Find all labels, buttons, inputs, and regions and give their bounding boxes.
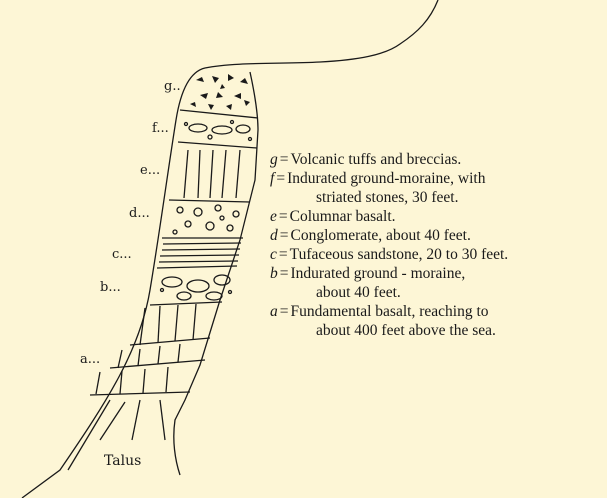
legend-key: f xyxy=(270,170,274,187)
boundary-a-2 xyxy=(110,360,205,368)
boundary-g-f xyxy=(180,110,258,118)
legend-entry-f-cont: striated stones, 30 feet. xyxy=(270,188,605,207)
boundary-c-b xyxy=(157,266,237,268)
boundary-b-a xyxy=(150,302,222,305)
boundary-a-3 xyxy=(90,392,190,395)
layer-e-columnar-pattern xyxy=(184,150,240,198)
layer-a-basalt-pattern xyxy=(96,304,196,394)
legend: g=Volcanic tuffs and breccias. f=Indurat… xyxy=(270,150,605,340)
legend-text: Indurated ground-moraine, with xyxy=(287,170,485,187)
legend-key: c xyxy=(270,246,277,263)
legend-text: Conglomerate, about 40 feet. xyxy=(291,227,471,244)
layer-label-e: e... xyxy=(140,163,160,178)
legend-entry-d: d=Conglomerate, about 40 feet. xyxy=(270,226,605,245)
legend-key: d xyxy=(270,227,278,244)
legend-entry-a-cont: about 400 feet above the sea. xyxy=(270,321,605,340)
legend-key: b xyxy=(270,265,278,282)
boundary-e-d xyxy=(169,200,250,202)
legend-text: Volcanic tuffs and breccias. xyxy=(291,151,462,168)
legend-key: g xyxy=(270,151,278,168)
layer-label-a: a... xyxy=(80,352,100,367)
layer-c-sandstone-pattern xyxy=(159,243,241,262)
legend-key: e xyxy=(270,208,277,225)
legend-entry-f: f=Indurated ground-moraine, with xyxy=(270,169,605,188)
talus-label: Talus xyxy=(104,453,141,469)
layer-g-tuff-pattern xyxy=(190,74,250,110)
boundary-f-e xyxy=(178,142,257,148)
layer-f-moraine-pattern xyxy=(185,121,252,141)
legend-entry-b: b=Indurated ground - moraine, xyxy=(270,264,605,283)
legend-text: Indurated ground - moraine, xyxy=(291,265,466,282)
legend-text: Tufaceous sandstone, 20 to 30 feet. xyxy=(290,246,509,263)
layer-label-d: d... xyxy=(129,206,150,221)
layer-label-g: g.. xyxy=(164,79,181,94)
legend-text: Fundamental basalt, reaching to xyxy=(291,303,489,320)
legend-text: Columnar basalt. xyxy=(290,208,396,225)
layer-label-c: c... xyxy=(112,247,132,262)
legend-key: a xyxy=(270,303,278,320)
legend-entry-e: e=Columnar basalt. xyxy=(270,207,605,226)
legend-entry-g: g=Volcanic tuffs and breccias. xyxy=(270,150,605,169)
legend-entry-b-cont: about 40 feet. xyxy=(270,283,605,302)
layer-label-f: f... xyxy=(152,121,169,136)
layer-label-b: b... xyxy=(100,280,121,295)
boundary-a-1 xyxy=(130,338,210,345)
layer-d-conglomerate-pattern xyxy=(173,205,239,234)
legend-entry-c: c=Tufaceous sandstone, 20 to 30 feet. xyxy=(270,245,605,264)
legend-entry-a: a=Fundamental basalt, reaching to xyxy=(270,302,605,321)
